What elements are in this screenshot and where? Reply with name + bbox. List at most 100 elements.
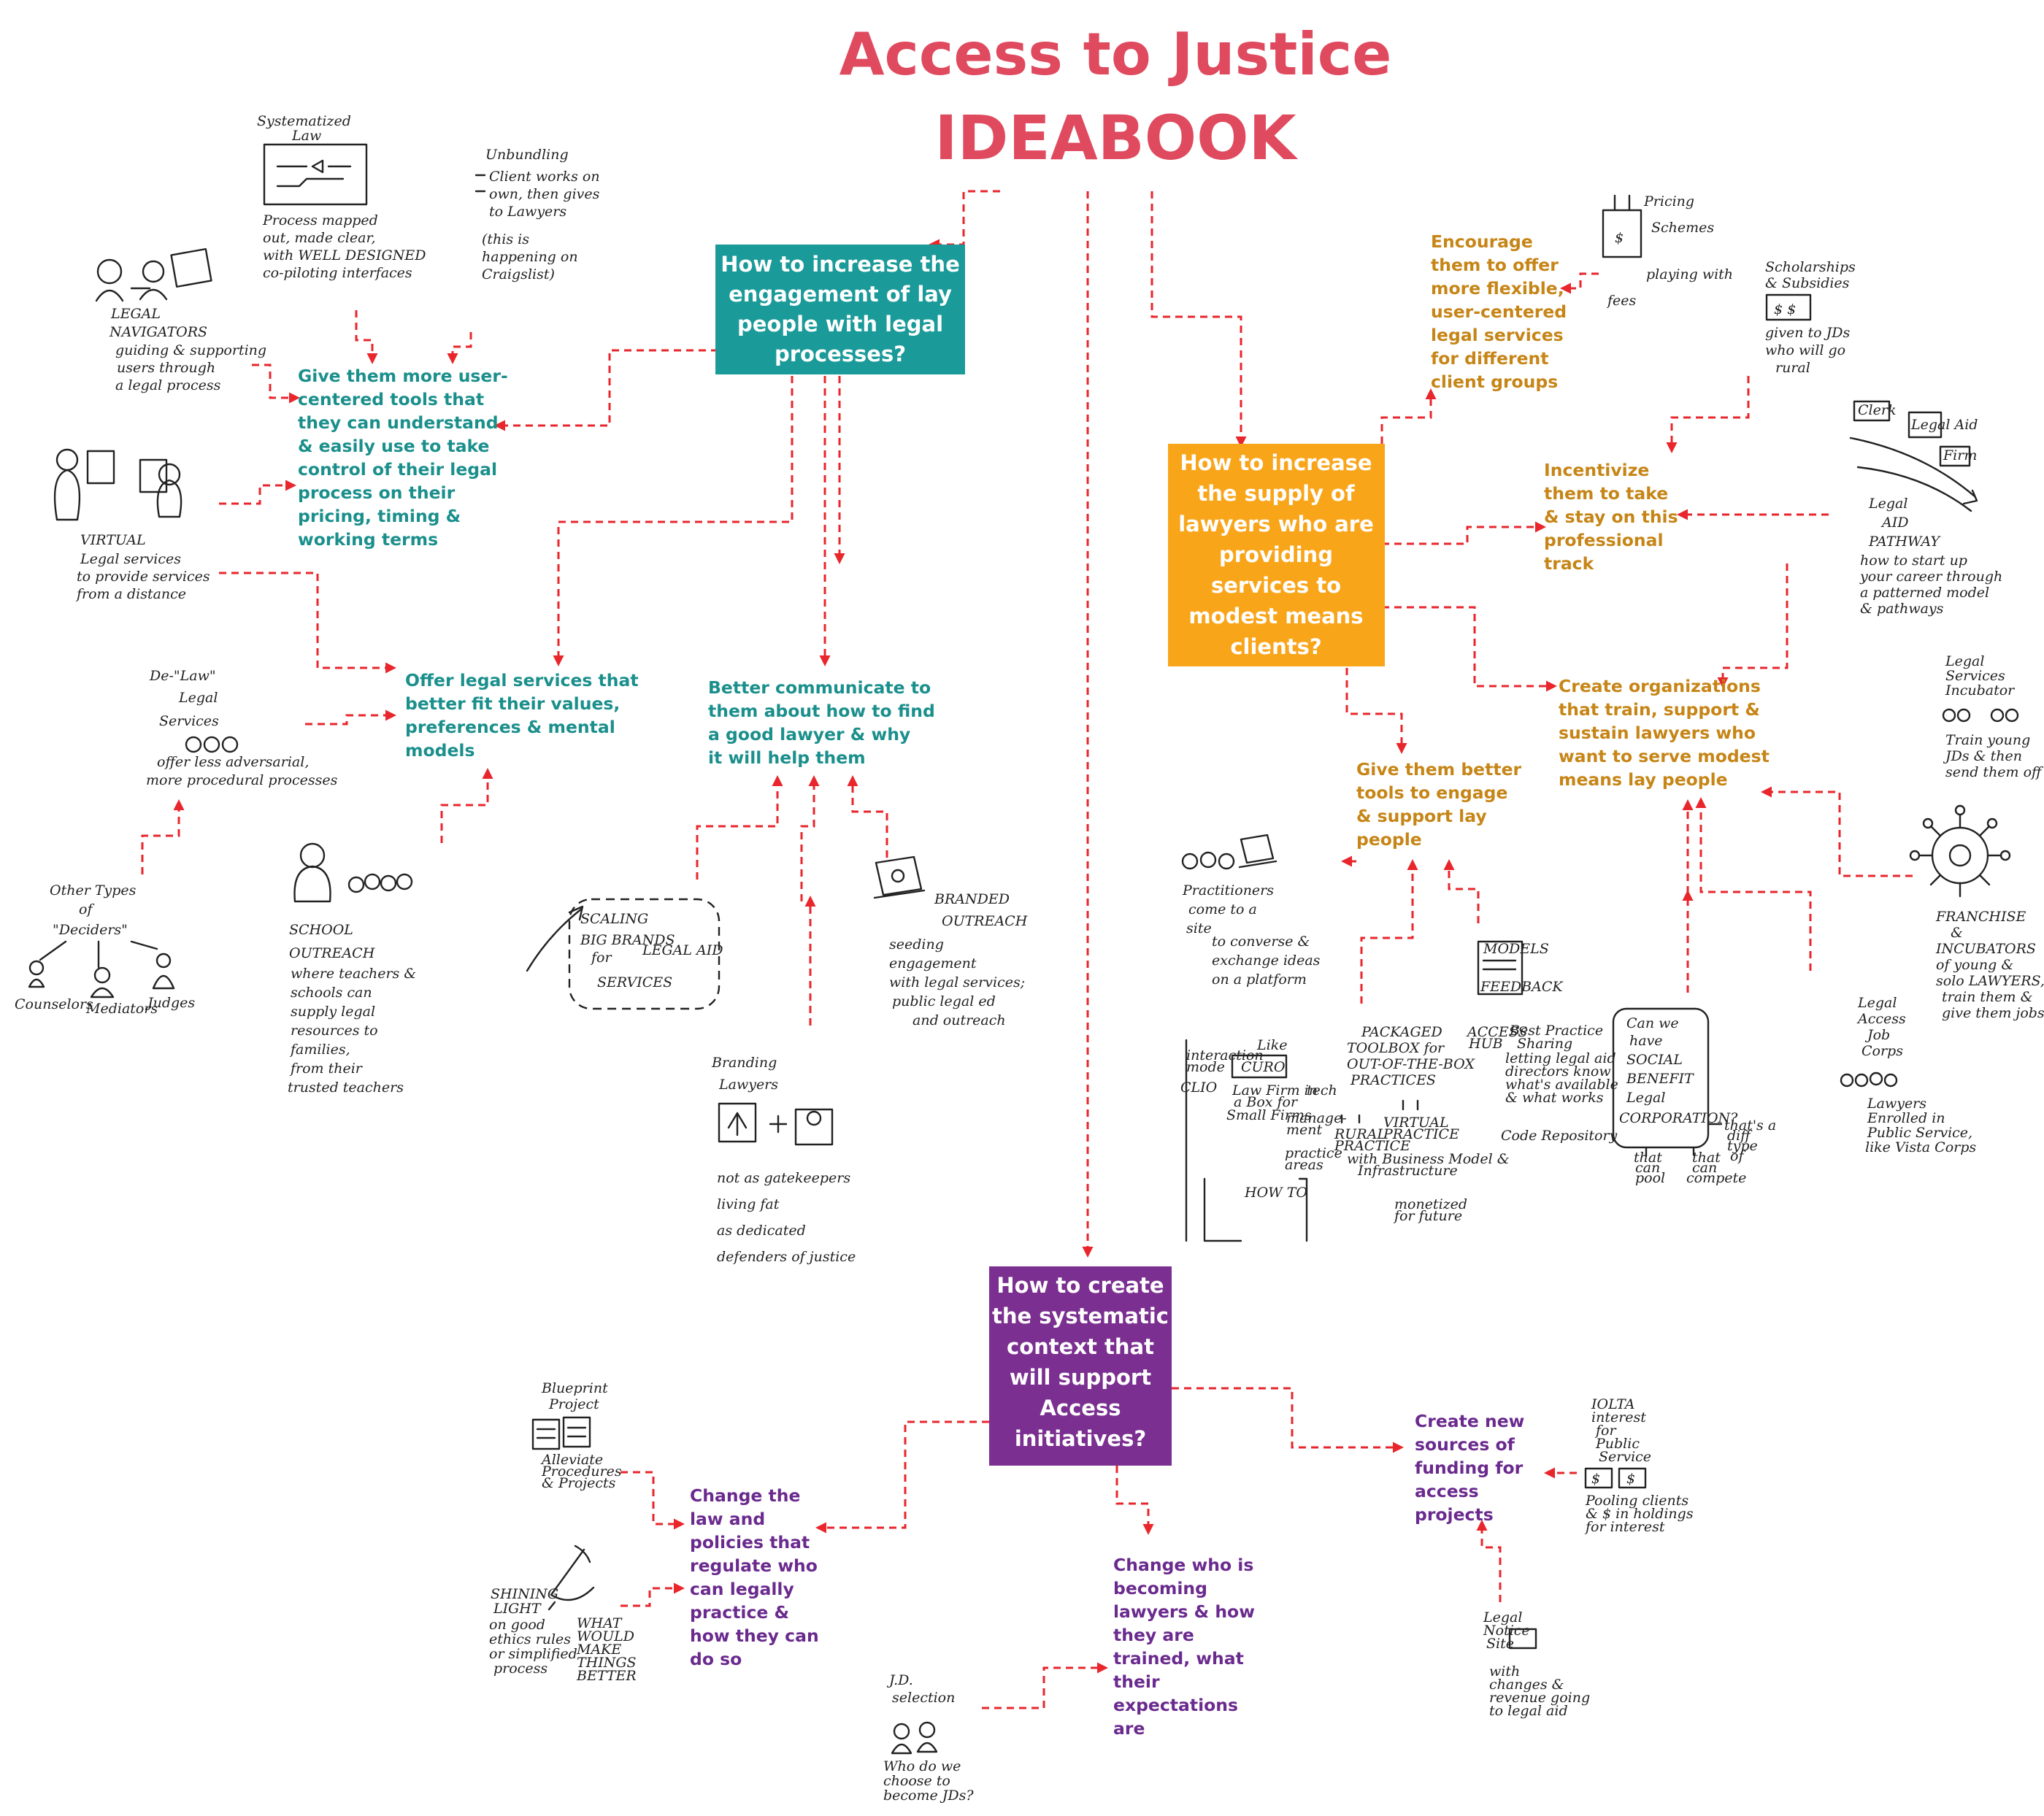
sketch-label: Law Firm in bbox=[1232, 1082, 1318, 1099]
question-systematic-line: initiatives? bbox=[1015, 1426, 1146, 1451]
sketch-caption: Alleviate bbox=[540, 1452, 603, 1468]
money-icon bbox=[1584, 1467, 1613, 1489]
person-icon bbox=[1181, 853, 1199, 870]
sketch-blueprint: Blueprint Project Alleviate Procedures &… bbox=[531, 1380, 622, 1491]
sketch-title: Other Types bbox=[50, 882, 137, 899]
pathway-road-icon bbox=[1849, 436, 1978, 512]
question-systematic-box bbox=[989, 1266, 1172, 1466]
sketch-caption: & what works bbox=[1505, 1090, 1604, 1106]
outcome-line: for different bbox=[1431, 348, 1548, 369]
sketch-caption: from a distance bbox=[75, 586, 186, 602]
toolbox-frame bbox=[1185, 1039, 1308, 1242]
outcome-line: they can understand bbox=[298, 412, 499, 433]
person-icon bbox=[1942, 708, 1956, 723]
sketch-label: practice bbox=[1285, 1145, 1342, 1161]
sketch-caption: for bbox=[1594, 1423, 1617, 1439]
person-icon bbox=[185, 736, 202, 753]
sketch-caption: who will go bbox=[1765, 342, 1845, 358]
sketch-caption: LEGAL AID bbox=[642, 942, 723, 958]
sketch-label: Firm bbox=[1943, 447, 1977, 463]
sketch-caption: Practitioners bbox=[1182, 882, 1274, 899]
outcome-line: user-centered bbox=[1431, 301, 1567, 322]
svg-text:$: $ bbox=[1591, 1471, 1600, 1487]
sketch-caption: IOLTA bbox=[1591, 1396, 1635, 1412]
sketch-label: ACCESS bbox=[1466, 1024, 1527, 1040]
outcome-line: do so bbox=[690, 1649, 742, 1669]
sketch-caption: what's available bbox=[1505, 1077, 1618, 1093]
sketch-caption: how to start up bbox=[1860, 553, 1967, 569]
outcome-funding: Create new sources of funding for access… bbox=[1415, 1411, 1524, 1525]
sketch-title: & Subsidies bbox=[1765, 275, 1850, 291]
sketch-caption: playing with bbox=[1646, 266, 1733, 282]
sketch-caption: solo LAWYERS, bbox=[1936, 973, 2044, 989]
sketch-title: Incubator bbox=[1945, 682, 2016, 699]
sketch-caption: a legal process bbox=[115, 377, 221, 393]
outcome-line: means lay people bbox=[1559, 769, 1728, 790]
sketch-title: TOOLBOX for bbox=[1347, 1040, 1445, 1056]
corporation-card-icon bbox=[1612, 1007, 1710, 1149]
outcome-line: working terms bbox=[298, 529, 438, 550]
sketch-title: Services bbox=[1945, 668, 2005, 684]
person-icon bbox=[1990, 708, 2005, 723]
outcome-line: policies that bbox=[690, 1532, 810, 1553]
sketch-iolta: IOLTA interest for Public Service $ $ Po… bbox=[1584, 1396, 1694, 1535]
sketch-caption: defenders of justice bbox=[717, 1249, 856, 1265]
screen-icon bbox=[170, 247, 212, 288]
sketch-caption: ethics rules bbox=[489, 1631, 571, 1647]
question-engagement-line: processes? bbox=[775, 342, 906, 366]
connector-arrow bbox=[141, 799, 185, 874]
sketch-caption: and outreach bbox=[912, 1012, 1006, 1028]
sketch-caption: PATHWAY bbox=[1868, 534, 1941, 550]
sketch-label: THINGS bbox=[577, 1655, 637, 1671]
sketch-label: of bbox=[1730, 1148, 1745, 1164]
connector-arrow bbox=[982, 1662, 1108, 1709]
sketch-title: selection bbox=[892, 1690, 955, 1706]
connector-arrow bbox=[1717, 563, 1788, 688]
connector-arrow bbox=[252, 363, 300, 404]
person-icon bbox=[142, 260, 165, 283]
sketch-caption: (this is bbox=[482, 231, 529, 247]
sketch-caption: to converse & bbox=[1212, 934, 1310, 950]
sketch-title: Legal bbox=[1945, 653, 1984, 669]
sketch-legal-aid-pathway: Clerk Legal Aid Firm Legal AID PATHWAY h… bbox=[1849, 400, 2002, 617]
sketch-title: Blueprint bbox=[541, 1380, 608, 1396]
svg-text:$: $ bbox=[1626, 1471, 1635, 1487]
pathway-tag bbox=[1939, 445, 1971, 467]
question-supply-line: clients? bbox=[1230, 634, 1321, 659]
sketch-virtual: VIRTUAL Legal services to provide servic… bbox=[53, 448, 210, 602]
connector-arrow bbox=[305, 709, 396, 726]
person-icon bbox=[396, 873, 413, 890]
dollar-icon: $ bbox=[1615, 230, 1624, 246]
laptop-icon bbox=[1238, 834, 1278, 869]
sketch-caption: schools can bbox=[291, 985, 372, 1001]
sketch-caption: like Vista Corps bbox=[1865, 1139, 1976, 1155]
outcome-line: Offer legal services that bbox=[405, 670, 639, 690]
document-icon bbox=[1477, 940, 1524, 996]
outcome-line: lawyers & how bbox=[1113, 1601, 1255, 1622]
svg-text:$ $: $ $ bbox=[1774, 301, 1796, 318]
outcome-line: people bbox=[1356, 829, 1422, 850]
sketch-title: PRACTICES bbox=[1350, 1072, 1436, 1088]
sketch-caption: site bbox=[1186, 920, 1212, 936]
sketch-label: tech bbox=[1307, 1082, 1337, 1099]
sketch-caption: Who do we bbox=[883, 1758, 961, 1774]
question-supply-line: providing bbox=[1219, 542, 1333, 567]
outcome-line: them to take bbox=[1544, 483, 1668, 504]
sketch-caption: on a platform bbox=[1212, 972, 1307, 988]
blueprint-doc-icon bbox=[562, 1416, 591, 1448]
sketch-label: ment bbox=[1286, 1122, 1322, 1138]
sketch-caption: your career through bbox=[1859, 569, 2002, 585]
sketch-caption: SHINING bbox=[491, 1586, 558, 1602]
laptop-icon bbox=[873, 855, 926, 899]
sketch-title: "Deciders" bbox=[53, 922, 128, 938]
outcome-line: law and bbox=[690, 1509, 765, 1529]
connector-arrow bbox=[620, 1582, 685, 1607]
connector-arrow bbox=[1666, 376, 1750, 453]
outcome-communicate: Better communicate to them about how to … bbox=[708, 677, 935, 768]
outcome-line: preferences & mental bbox=[405, 717, 615, 737]
outcome-user-tools: Give them more user- centered tools that… bbox=[298, 366, 508, 550]
connector-arrow bbox=[1345, 668, 1407, 754]
question-engagement-line: engagement of lay bbox=[729, 282, 952, 307]
outcome-line: sources of bbox=[1415, 1434, 1515, 1455]
sketch-label: can bbox=[1635, 1160, 1660, 1176]
